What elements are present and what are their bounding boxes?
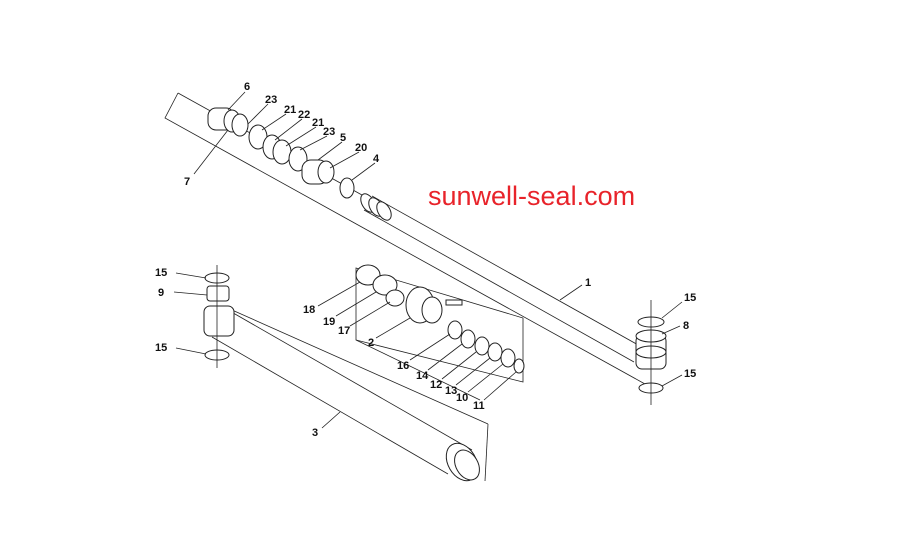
callout-labels: 6 23 21 22 21 23 5 20 4 7 1 15 8 15 15 9… (155, 81, 696, 439)
piston-assembly (355, 264, 525, 401)
callout-15: 15 (684, 292, 696, 304)
callout-9: 9 (158, 287, 164, 299)
callout-15: 15 (684, 368, 696, 380)
cylinder-tube (211, 309, 489, 482)
callout-20: 20 (355, 142, 367, 154)
callout-5: 5 (340, 132, 346, 144)
leader-lines (173, 91, 683, 429)
gland-parts (207, 107, 355, 199)
callout-12: 12 (430, 379, 442, 391)
callout-23: 23 (323, 126, 335, 138)
callout-6: 6 (244, 81, 250, 93)
callout-2: 2 (368, 337, 374, 349)
callout-11: 11 (473, 400, 485, 412)
rod-eye-end (635, 300, 667, 405)
callout-4: 4 (373, 153, 380, 165)
callout-21: 21 (312, 117, 324, 129)
callout-18: 18 (303, 304, 315, 316)
callout-1: 1 (585, 277, 591, 289)
callout-13: 13 (445, 385, 457, 397)
watermark-text: sunwell-seal.com (428, 181, 635, 211)
callout-17: 17 (338, 325, 350, 337)
callout-16: 16 (397, 360, 409, 372)
callout-19: 19 (323, 316, 335, 328)
callout-21: 21 (284, 104, 296, 116)
callout-15: 15 (155, 342, 167, 354)
tube-base-end (203, 265, 235, 368)
rod-assembly (164, 92, 646, 385)
callout-10: 10 (456, 392, 468, 404)
callout-3: 3 (312, 427, 318, 439)
callout-7: 7 (184, 176, 190, 188)
callout-23: 23 (265, 94, 277, 106)
callout-8: 8 (683, 320, 689, 332)
callout-22: 22 (298, 109, 310, 121)
callout-15: 15 (155, 267, 167, 279)
callout-14: 14 (416, 370, 429, 382)
